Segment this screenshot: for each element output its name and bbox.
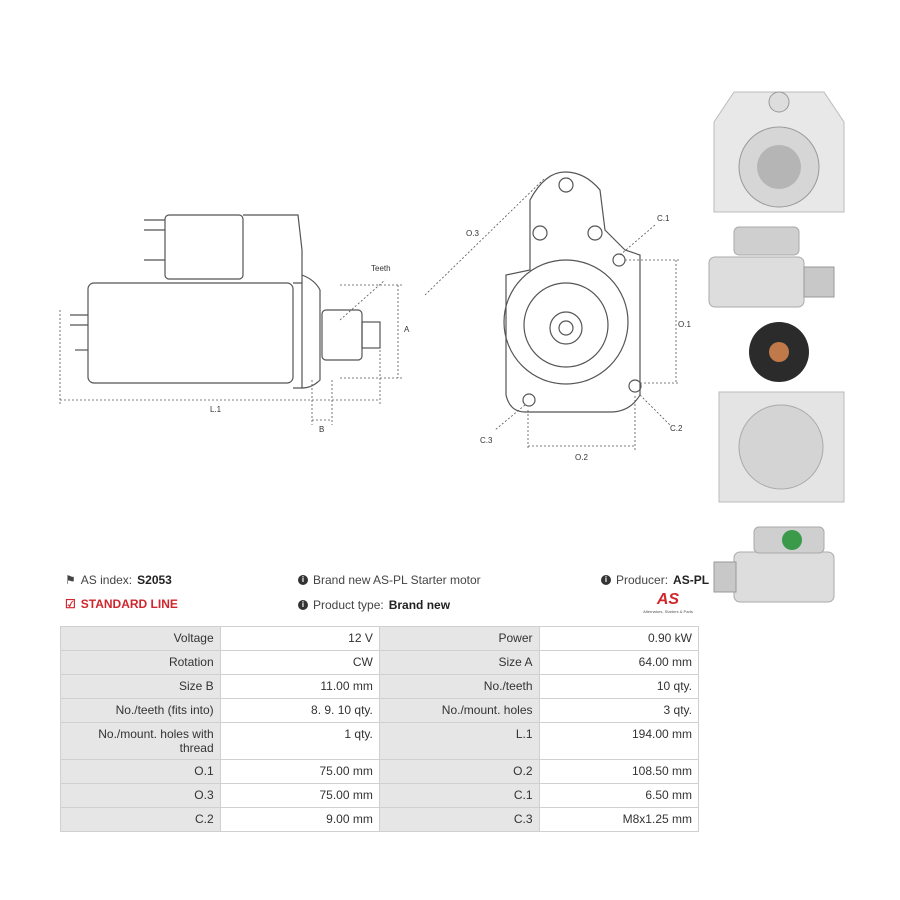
spec-label: No./teeth (fits into) <box>60 698 221 723</box>
technical-drawing: Teeth A B L.1 O.3 O.1 O.2 C.1 C.2 C.3 <box>59 171 691 462</box>
spec-label: O.1 <box>60 759 221 784</box>
size-b-label: B <box>319 425 324 434</box>
info-icon: i <box>298 575 308 585</box>
checkbox-icon: ☑ <box>65 597 76 611</box>
spec-label: Rotation <box>60 650 221 675</box>
spec-label: Power <box>378 626 540 651</box>
spec-value: 64.00 mm <box>538 650 699 675</box>
spec-row: No./teeth (fits into)8. 9. 10 qty.No./mo… <box>60 698 699 723</box>
l1-label: L.1 <box>210 405 222 414</box>
spec-value: 108.50 mm <box>538 759 699 784</box>
spec-value: 194.00 mm <box>538 722 699 760</box>
product-photos <box>708 91 845 603</box>
producer-value: AS-PL <box>673 573 710 587</box>
spec-label: C.1 <box>378 783 540 808</box>
o1-label: O.1 <box>678 320 691 329</box>
standard-line-label: STANDARD LINE <box>80 597 178 611</box>
spec-value: 10 qty. <box>538 674 699 699</box>
spec-label: O.3 <box>60 783 221 808</box>
spec-label: C.2 <box>60 807 221 832</box>
o3-label: O.3 <box>466 229 479 238</box>
spec-value: 3 qty. <box>538 698 699 723</box>
photo-side-bottom <box>713 526 835 603</box>
spec-label: No./teeth <box>378 674 540 699</box>
as-index: ⚑ AS index: S2053 <box>65 573 172 587</box>
spec-label: Voltage <box>60 626 221 651</box>
teeth-label: Teeth <box>371 264 391 273</box>
standard-line: ☑ STANDARD LINE <box>65 597 178 611</box>
spec-value: 12 V <box>219 626 380 651</box>
description-text: Brand new AS-PL Starter motor <box>313 573 481 587</box>
spec-label: Size A <box>378 650 540 675</box>
spec-value: 75.00 mm <box>219 759 380 784</box>
spec-value: M8x1.25 mm <box>538 807 699 832</box>
description: i Brand new AS-PL Starter motor <box>298 573 481 587</box>
o2-label: O.2 <box>575 453 588 462</box>
spec-label: L.1 <box>378 722 540 760</box>
spec-label: O.2 <box>378 759 540 784</box>
info-icon: i <box>601 575 611 585</box>
spec-label: C.3 <box>378 807 540 832</box>
as-index-value: S2053 <box>137 573 172 587</box>
spec-label: Size B <box>60 674 221 699</box>
spec-value: 0.90 kW <box>538 626 699 651</box>
size-a-label: A <box>404 325 410 334</box>
c3-label: C.3 <box>480 436 493 445</box>
tag-icon: ⚑ <box>65 573 76 587</box>
producer-label: Producer: <box>616 573 669 587</box>
spec-label: No./mount. holes <box>378 698 540 723</box>
c1-label: C.1 <box>657 214 670 223</box>
info-icon: i <box>298 600 308 610</box>
spec-value: 75.00 mm <box>219 783 380 808</box>
logo-text: AS <box>656 591 680 608</box>
as-index-label: AS index: <box>80 573 133 587</box>
c2-label: C.2 <box>670 424 683 433</box>
product-type: i Product type: Brand new <box>298 598 450 612</box>
spec-label: No./mount. holes with thread <box>60 722 221 760</box>
spec-value: 11.00 mm <box>219 674 380 699</box>
logo-tagline: Alternators, Starters & Parts <box>643 609 693 614</box>
spec-value: 8. 9. 10 qty. <box>219 698 380 723</box>
spec-value: CW <box>219 650 380 675</box>
photo-front <box>713 91 845 213</box>
photo-rear <box>718 322 845 503</box>
producer: i Producer: AS-PL <box>601 573 709 587</box>
spec-value: 6.50 mm <box>538 783 699 808</box>
product-type-label: Product type: <box>313 598 384 612</box>
as-pl-logo: AS Alternators, Starters & Parts <box>636 591 700 621</box>
spec-value: 1 qty. <box>219 722 380 760</box>
photo-side-top <box>708 226 835 308</box>
product-type-value: Brand new <box>388 598 451 612</box>
spec-value: 9.00 mm <box>219 807 380 832</box>
